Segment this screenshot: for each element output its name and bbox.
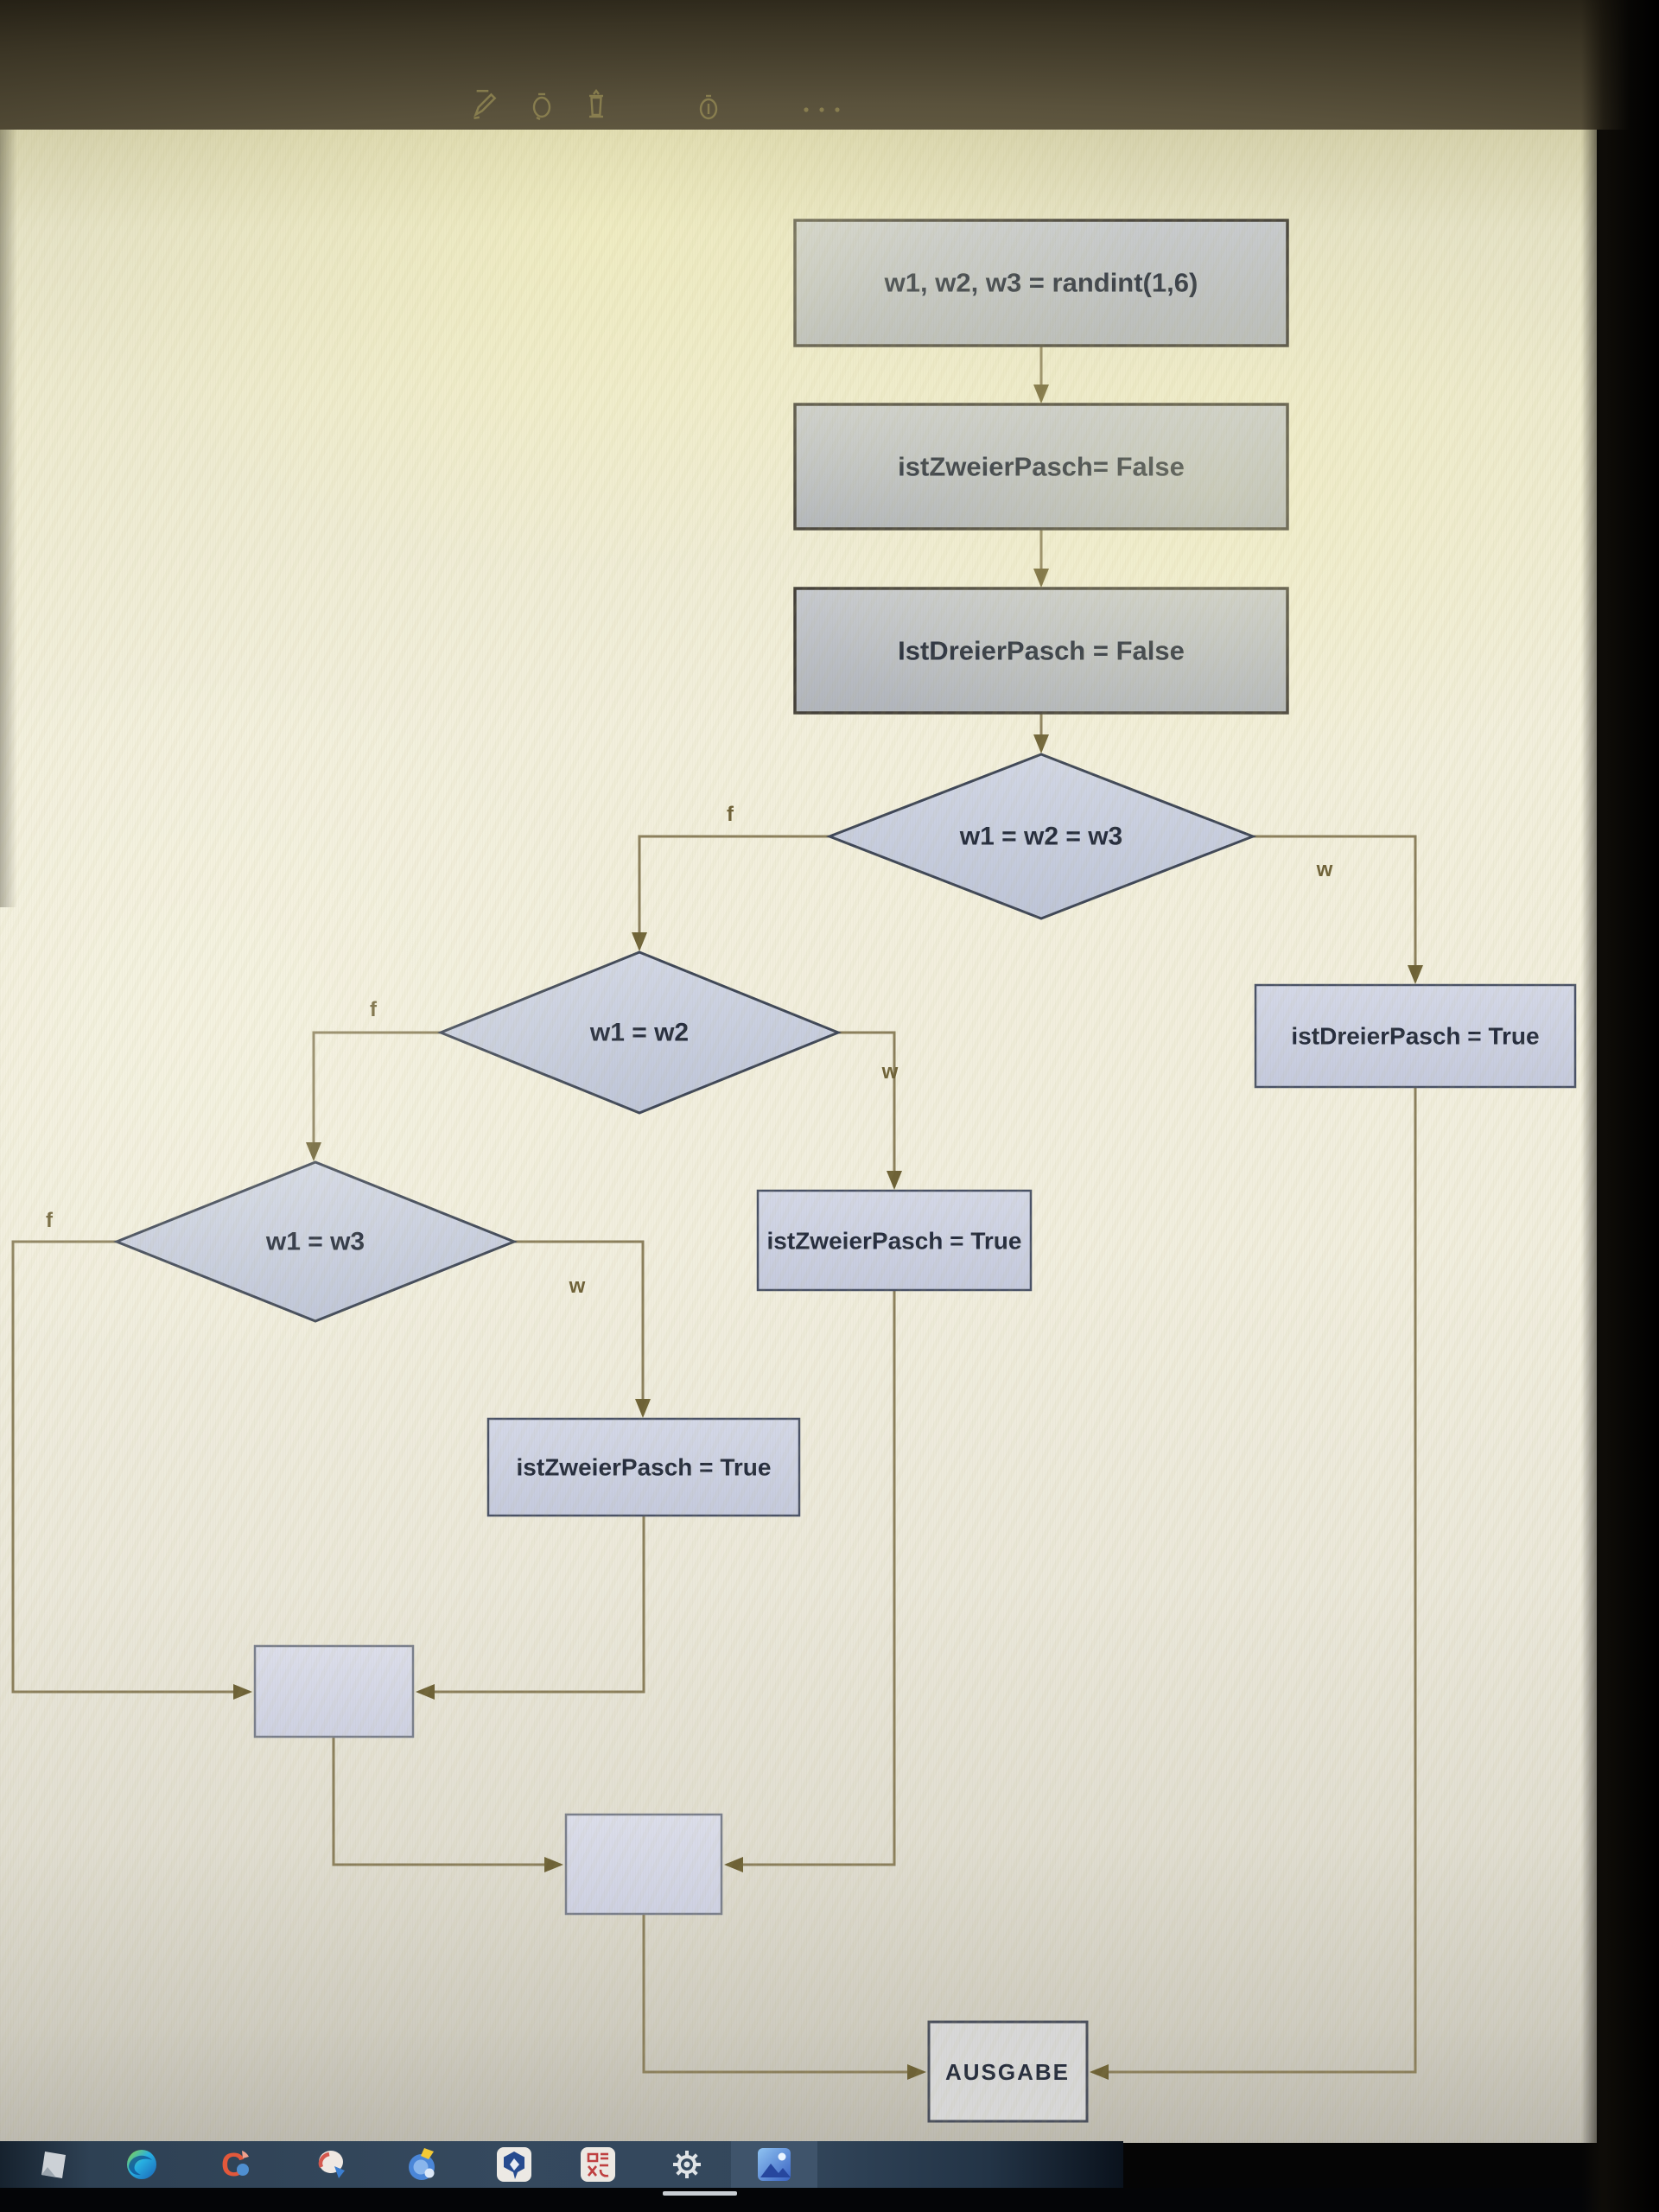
- node-init-zweierpasch: istZweierPasch= False: [793, 403, 1289, 531]
- right-bezel: [1581, 0, 1659, 2212]
- edge-browser-icon[interactable]: [121, 2144, 162, 2185]
- label-decision3-false: f: [46, 1209, 54, 1232]
- node-join-lower: [564, 1813, 723, 1916]
- label-decision1-false: f: [727, 803, 734, 826]
- windows-taskbar: C: [0, 2141, 1123, 2188]
- node-output-label: AUSGABE: [945, 2059, 1070, 2085]
- edge-zweierleft-to-join1: [416, 1516, 645, 1700]
- photos-icon[interactable]: [753, 2144, 795, 2185]
- more-options-icon[interactable]: [799, 99, 844, 120]
- label-decision2-false: f: [370, 998, 378, 1021]
- node-init-dreierpasch: IstDreierPasch = False: [793, 587, 1289, 715]
- node-decision-w1-w2-label: w1 = w2: [589, 1019, 689, 1047]
- file-explorer-icon[interactable]: [34, 2144, 75, 2185]
- node-set-zweier-true-right: istZweierPasch = True: [756, 1189, 1033, 1292]
- node-decision-w1-w3-label: w1 = w3: [265, 1228, 365, 1256]
- node-set-zweier-true-right-label: istZweierPasch = True: [767, 1228, 1022, 1255]
- game-icon[interactable]: [403, 2144, 444, 2185]
- flowchart-page: f w f w f w w1, w2, w3 = randint(1,6) is…: [0, 130, 1597, 2143]
- node-start: w1, w2, w3 = randint(1,6): [793, 219, 1289, 347]
- edge-decision1-false: [632, 835, 830, 951]
- node-decision-w1-w3: w1 = w3: [112, 1160, 518, 1323]
- settings-gear-icon[interactable]: [666, 2144, 708, 2185]
- edge-join1-to-join2: [332, 1737, 563, 1872]
- info-icon[interactable]: [691, 91, 726, 125]
- node-set-dreier-true: istDreierPasch = True: [1254, 983, 1577, 1089]
- node-set-dreier-true-label: istDreierPasch = True: [1291, 1023, 1539, 1050]
- label-decision2-true: w: [881, 1060, 899, 1084]
- left-shadow: [0, 130, 17, 907]
- edge-dreiertrue-to-output: [1090, 1087, 1417, 2080]
- flowchart: f w f w f w w1, w2, w3 = randint(1,6) is…: [11, 219, 1577, 2123]
- edge-join2-to-output: [642, 1914, 926, 2080]
- edge-decision1-true: [1253, 835, 1423, 984]
- edge-zweierright-to-join2: [724, 1290, 896, 1872]
- paint-icon[interactable]: [312, 2144, 353, 2185]
- node-output: AUSGABE: [927, 2020, 1089, 2123]
- label-decision1-true: w: [1316, 858, 1333, 881]
- delete-icon[interactable]: [579, 86, 613, 123]
- rotate-icon[interactable]: [524, 89, 559, 124]
- bottom-bezel: [0, 2188, 1659, 2212]
- red-glyph-app-icon[interactable]: [577, 2144, 619, 2185]
- node-set-zweier-true-left-label: istZweierPasch = True: [517, 1454, 772, 1481]
- node-set-zweier-true-left: istZweierPasch = True: [486, 1417, 801, 1517]
- viewer-toolbar: [0, 0, 1659, 130]
- hexagon-app-icon[interactable]: [493, 2144, 535, 2185]
- node-decision-all-equal: w1 = w2 = w3: [825, 753, 1257, 920]
- node-decision-w1-w2: w1 = w2: [436, 950, 842, 1115]
- edge-decision3-false: [11, 1240, 252, 1700]
- taskbar-indicator: [663, 2191, 737, 2196]
- node-join-upper: [253, 1644, 415, 1738]
- label-decision3-true: w: [569, 1274, 586, 1298]
- edge-decision3-true: [514, 1240, 651, 1418]
- flowchart-connectors: [11, 346, 1423, 2080]
- node-start-label: w1, w2, w3 = randint(1,6): [884, 268, 1198, 298]
- node-init-dreierpasch-label: IstDreierPasch = False: [898, 636, 1185, 666]
- edge-decision2-false: [306, 1031, 441, 1161]
- draw-icon[interactable]: [465, 86, 501, 123]
- edge-decision2-true: [838, 1031, 902, 1190]
- ccleaner-icon[interactable]: C: [216, 2144, 257, 2185]
- node-decision-all-equal-label: w1 = w2 = w3: [959, 823, 1122, 851]
- node-init-zweierpasch-label: istZweierPasch= False: [898, 452, 1185, 482]
